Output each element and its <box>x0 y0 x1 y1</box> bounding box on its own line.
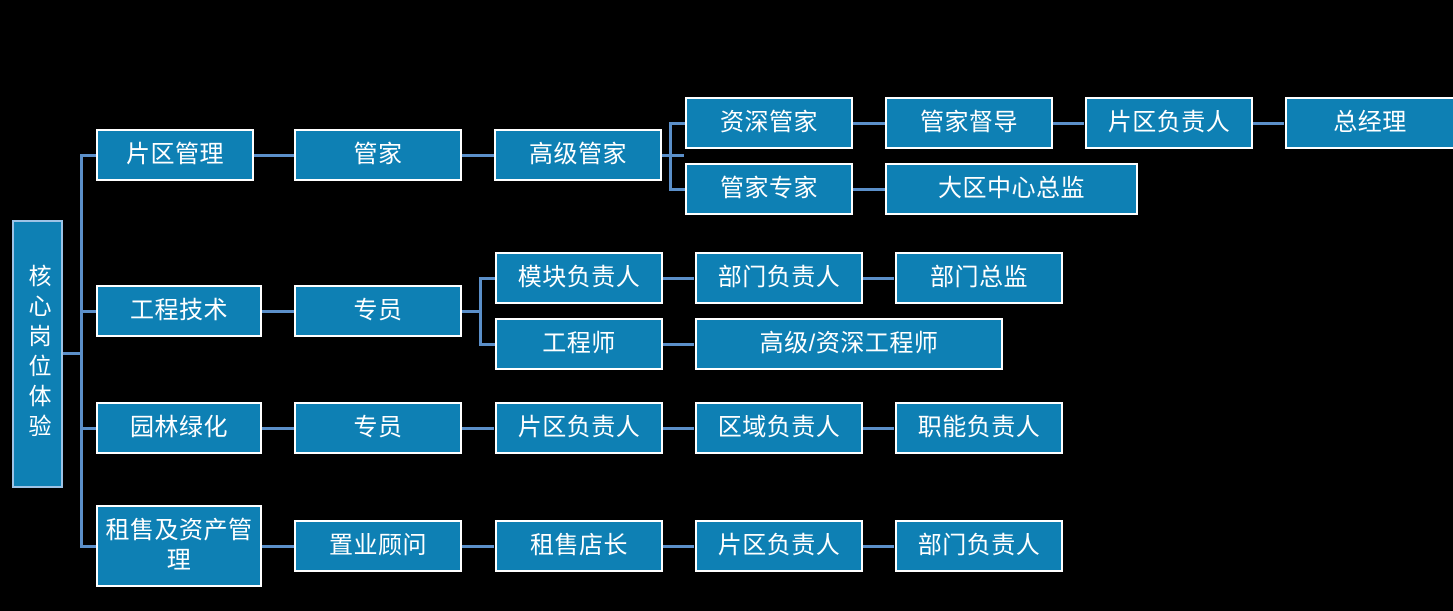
connector-r4-s2-to-s3 <box>862 545 894 548</box>
node-department-director[interactable]: 部门总监 <box>895 252 1063 304</box>
node-functional-manager[interactable]: 职能负责人 <box>895 402 1063 454</box>
node-engineer[interactable]: 工程师 <box>495 318 663 370</box>
node-module-lead[interactable]: 模块负责人 <box>495 252 663 304</box>
node-engineering-specialist[interactable]: 专员 <box>294 285 462 337</box>
node-area-manager-r1[interactable]: 片区负责人 <box>1085 97 1253 149</box>
node-area-manager-r3[interactable]: 片区负责人 <box>495 402 663 454</box>
connector-r2-split-to-b <box>479 343 497 346</box>
connector-r2a-s1-to-s2 <box>662 277 694 280</box>
connector-r1b-s1-to-s2 <box>853 188 885 191</box>
category-node-landscaping[interactable]: 园林绿化 <box>96 402 262 454</box>
connector-r1a-s3-to-s4 <box>1252 122 1284 125</box>
node-steward[interactable]: 管家 <box>294 129 462 181</box>
connector-r3-s2-to-s3 <box>862 427 894 430</box>
node-senior-engineer[interactable]: 高级/资深工程师 <box>695 318 1003 370</box>
connector-trunk-to-cat4 <box>80 545 98 548</box>
node-steward-expert[interactable]: 管家专家 <box>685 163 853 215</box>
node-area-manager-r4[interactable]: 片区负责人 <box>695 520 863 572</box>
connector-r2b-s1-to-s2 <box>662 343 694 346</box>
category-node-property-management[interactable]: 片区管理 <box>96 129 254 181</box>
connector-r1-l3-to-split <box>662 154 684 157</box>
connector-r1-split-vertical <box>669 122 672 190</box>
connector-r3-s1-to-s2 <box>662 427 694 430</box>
node-senior-steward-level[interactable]: 高级管家 <box>494 129 662 181</box>
node-property-consultant[interactable]: 置业顾问 <box>294 520 462 572</box>
connector-r1-split-to-a <box>669 122 687 125</box>
node-regional-center-director[interactable]: 大区中心总监 <box>885 163 1138 215</box>
connector-trunk-to-cat3 <box>80 427 98 430</box>
connector-main-trunk <box>80 155 83 547</box>
node-regional-manager[interactable]: 区域负责人 <box>695 402 863 454</box>
connector-r1-split-to-b <box>669 188 687 191</box>
connector-r1-cat-to-l2 <box>254 154 294 157</box>
category-node-leasing-asset[interactable]: 租售及资产管理 <box>96 505 262 587</box>
node-landscaping-specialist[interactable]: 专员 <box>294 402 462 454</box>
node-general-manager[interactable]: 总经理 <box>1285 97 1453 149</box>
connector-r2-cat-to-l2 <box>262 310 294 313</box>
node-senior-steward[interactable]: 资深管家 <box>685 97 853 149</box>
connector-r4-cat-to-l2 <box>262 545 294 548</box>
connector-r4-s1-to-s2 <box>662 545 694 548</box>
connector-trunk-to-cat1 <box>80 154 98 157</box>
connector-trunk-to-cat2 <box>80 310 98 313</box>
connector-r1-l2-to-l3 <box>462 154 494 157</box>
connector-r2-split-to-a <box>479 277 497 280</box>
node-leasing-store-manager[interactable]: 租售店长 <box>495 520 663 572</box>
connector-r2-split-vertical <box>479 277 482 345</box>
node-steward-supervisor[interactable]: 管家督导 <box>885 97 1053 149</box>
category-node-engineering[interactable]: 工程技术 <box>96 285 262 337</box>
connector-r2a-s2-to-s3 <box>862 277 894 280</box>
connector-root-stub <box>63 352 83 355</box>
node-department-lead-r4[interactable]: 部门负责人 <box>895 520 1063 572</box>
connector-r2-l2-to-split <box>462 310 482 313</box>
connector-r3-l2-to-s1 <box>462 427 494 430</box>
root-node-core-positions[interactable]: 核心岗位体验 <box>12 220 63 488</box>
node-department-lead-r2[interactable]: 部门负责人 <box>695 252 863 304</box>
connector-r4-l2-to-s1 <box>462 545 494 548</box>
connector-r1a-s2-to-s3 <box>1052 122 1084 125</box>
connector-r3-cat-to-l2 <box>262 427 294 430</box>
connector-r1a-s1-to-s2 <box>853 122 885 125</box>
